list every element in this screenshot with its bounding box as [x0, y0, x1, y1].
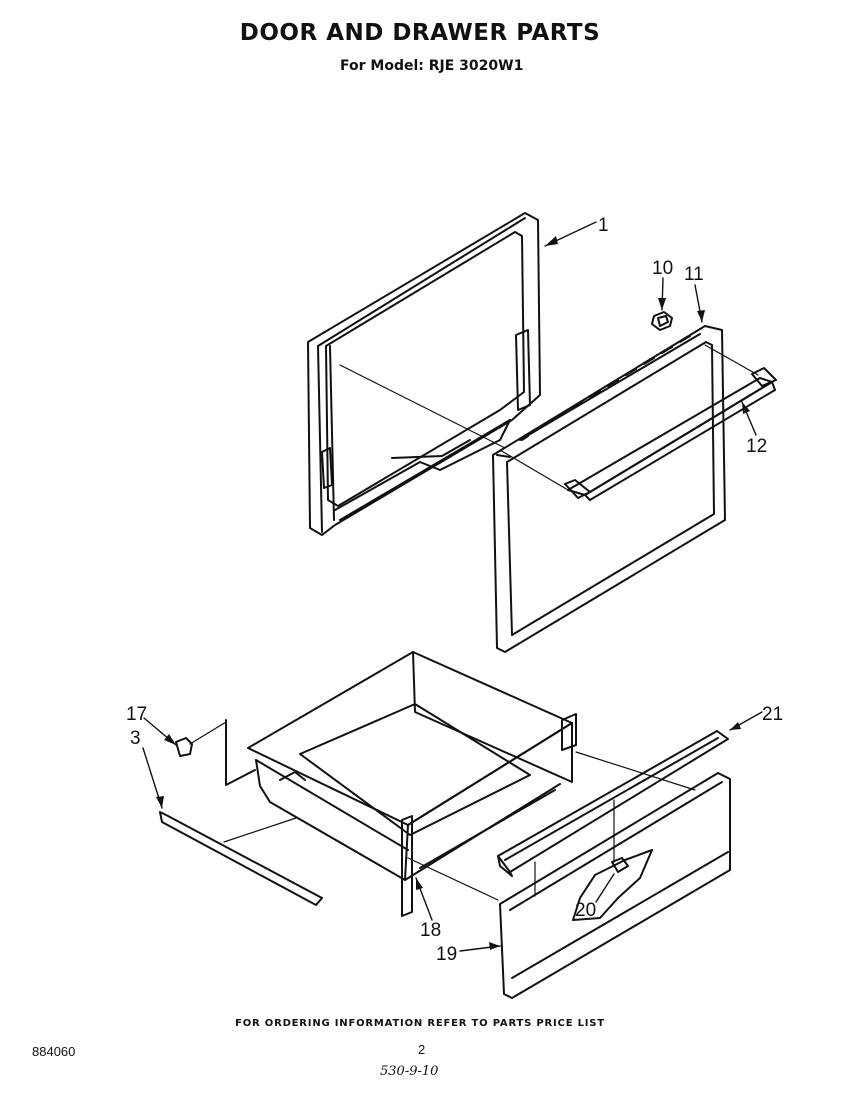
outer-door-panel	[492, 325, 726, 653]
inner-door-frame	[307, 212, 541, 536]
assembly-lines	[189, 344, 759, 901]
callout-20: 20	[575, 900, 596, 921]
leader-lines	[142, 221, 763, 952]
drawer-slide-rail	[159, 811, 323, 906]
callout-18: 18	[420, 920, 441, 941]
drawer-front-trim	[497, 730, 729, 877]
callout-1: 1	[598, 215, 609, 236]
callout-17: 17	[126, 704, 147, 725]
handwritten-note: 530-9-10	[380, 1064, 439, 1079]
callout-10: 10	[652, 258, 673, 279]
callout-19: 19	[436, 944, 457, 965]
page-number: 2	[418, 1042, 426, 1057]
callout-3: 3	[130, 728, 141, 749]
drawer-body	[247, 651, 577, 917]
callout-21: 21	[762, 704, 783, 725]
page-title: DOOR AND DRAWER PARTS	[239, 20, 601, 46]
model-subtitle: For Model: RJE 3020W1	[340, 58, 524, 74]
callout-12: 12	[746, 436, 767, 457]
drawer-pull	[572, 849, 653, 921]
ordering-note: FOR ORDERING INFORMATION REFER TO PARTS …	[235, 1018, 605, 1029]
callout-11: 11	[684, 264, 704, 285]
leader-arrowheads	[156, 236, 750, 950]
handle-nut	[651, 311, 673, 331]
door-handle	[564, 367, 777, 501]
drawer-stop	[175, 719, 256, 786]
drawer-front-panel	[499, 772, 731, 999]
document-number: 884060	[32, 1044, 76, 1059]
